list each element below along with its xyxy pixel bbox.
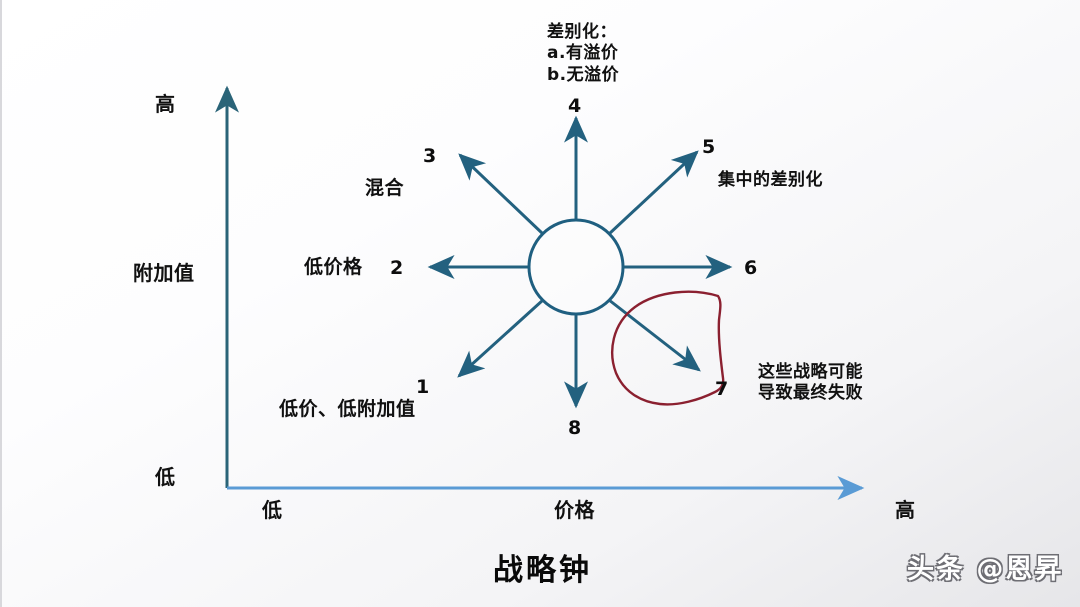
node-number-8: 8	[568, 417, 582, 439]
label-hybrid: 混合	[365, 177, 405, 199]
axis-label-x-high: 高	[895, 498, 916, 522]
node-number-7: 7	[715, 378, 729, 400]
label-low-price: 低价格	[304, 256, 363, 278]
spoke-arrow-3	[458, 153, 545, 236]
label-low-price-low-value: 低价、低附加值	[279, 398, 416, 420]
spoke-arrow-5	[607, 150, 699, 236]
axis-title-y: 附加值	[133, 261, 195, 285]
node-number-2: 2	[390, 257, 404, 279]
watermark: 头条 @恩昇	[907, 554, 1064, 585]
label-focused-differentiation: 集中的差别化	[718, 170, 823, 190]
axis-label-y-low: 低	[155, 465, 176, 489]
spoke-arrow-1	[457, 298, 545, 378]
node-number-1: 1	[416, 376, 430, 398]
label-failure-note: 这些战略可能 导致最终失败	[758, 362, 863, 404]
failure-loop-annotation	[611, 290, 725, 406]
label-differentiation: 差别化： a.有溢价 b.无溢价	[547, 22, 620, 85]
axis-label-x-low: 低	[262, 498, 283, 522]
axis-label-y-high: 高	[155, 92, 176, 116]
axis-title-x: 价格	[554, 498, 595, 522]
chart-title: 战略钟	[493, 553, 592, 588]
node-number-4: 4	[568, 95, 582, 117]
node-number-6: 6	[744, 257, 758, 279]
center-circle	[527, 218, 625, 316]
node-number-3: 3	[423, 145, 437, 167]
node-number-5: 5	[702, 136, 716, 158]
spoke-arrow-7	[608, 298, 701, 372]
